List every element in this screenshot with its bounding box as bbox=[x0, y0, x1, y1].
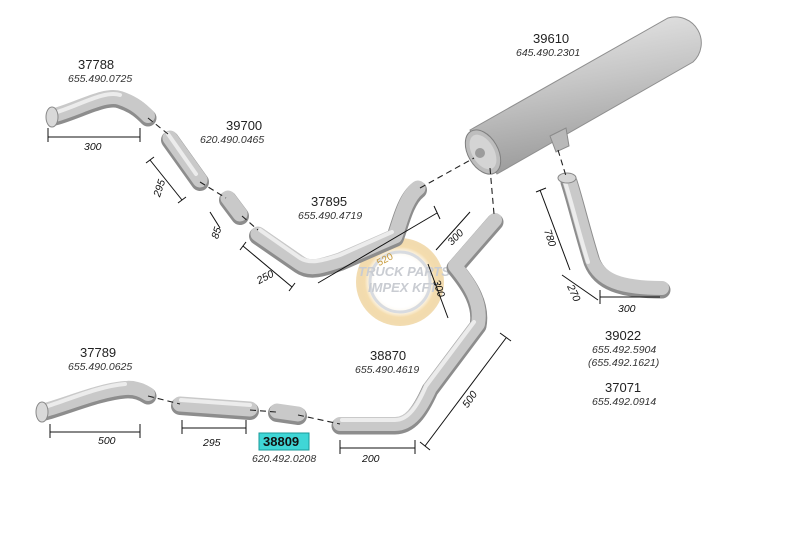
part-label-37071: 37071 655.492.0914 bbox=[592, 380, 656, 408]
dim-38870-d: 200 bbox=[361, 453, 380, 465]
part-label-38809[interactable]: 38809 620.492.0208 bbox=[252, 432, 316, 465]
watermark-logo: TRUCK PARTS IMPEX KFT bbox=[356, 238, 450, 326]
oem-number: 655.490.0625 bbox=[68, 361, 132, 373]
dim-39022-a: 780 bbox=[541, 228, 558, 249]
part-number: 37788 bbox=[78, 57, 114, 72]
pipe-37895[interactable] bbox=[249, 180, 427, 278]
oem-number: 655.490.4619 bbox=[355, 364, 419, 376]
part-label-39700: 39700 620.490.0465 bbox=[200, 118, 264, 146]
pipe-straight-295[interactable] bbox=[171, 396, 259, 420]
oem-number: 620.492.0208 bbox=[252, 453, 316, 465]
oem-number: 620.490.0465 bbox=[200, 134, 264, 146]
pipe-39022[interactable] bbox=[557, 172, 671, 299]
watermark-line1: TRUCK PARTS bbox=[358, 264, 450, 279]
part-number: 38809 bbox=[263, 434, 299, 449]
oem-number: 655.490.4719 bbox=[298, 210, 362, 222]
dim-38870-a: 300 bbox=[445, 227, 466, 248]
part-label-37895: 37895 655.490.4719 bbox=[298, 194, 362, 222]
connector-85[interactable] bbox=[219, 190, 249, 225]
pipe-38809[interactable] bbox=[268, 403, 307, 425]
highlight-box bbox=[258, 432, 310, 451]
part-number: 37895 bbox=[311, 194, 347, 209]
dim-38809-length: 295 bbox=[202, 437, 221, 449]
part-label-38870: 38870 655.490.4619 bbox=[355, 348, 419, 376]
watermark-line2: IMPEX KFT bbox=[368, 280, 438, 295]
dimension-labels: 300 295 85 250 520 300 300 500 200 500 2… bbox=[84, 141, 636, 465]
connection-lines bbox=[147, 117, 567, 425]
oem-number: 645.490.2301 bbox=[516, 47, 580, 59]
dim-39022-b: 270 bbox=[564, 282, 583, 304]
oem-number-alt: (655.492.1621) bbox=[588, 357, 659, 369]
part-number: 39022 bbox=[605, 328, 641, 343]
part-number: 37789 bbox=[80, 345, 116, 360]
oem-number: 655.490.0725 bbox=[68, 73, 132, 85]
dim-39022-c: 300 bbox=[618, 303, 636, 315]
part-number: 39700 bbox=[226, 118, 262, 133]
part-label-37788: 37788 655.490.0725 bbox=[68, 57, 132, 85]
dim-39700-length: 295 bbox=[151, 178, 168, 199]
part-number: 38870 bbox=[370, 348, 406, 363]
dim-38870-c: 500 bbox=[460, 389, 480, 410]
oem-number: 655.492.0914 bbox=[592, 396, 656, 408]
clamp-39700[interactable] bbox=[161, 130, 209, 191]
part-number: 39610 bbox=[533, 31, 569, 46]
pipe-38870[interactable] bbox=[331, 213, 504, 435]
oem-number: 655.492.5904 bbox=[592, 344, 656, 356]
part-number: 37071 bbox=[605, 380, 641, 395]
pipe-37789[interactable] bbox=[35, 380, 157, 423]
pipe-37788[interactable] bbox=[45, 90, 157, 128]
muffler-39610[interactable] bbox=[458, 16, 702, 180]
part-label-39610: 39610 645.490.2301 bbox=[516, 31, 580, 59]
dim-37789-length: 500 bbox=[98, 435, 116, 447]
dim-38870-b: 300 bbox=[430, 278, 447, 299]
dim-37788-length: 300 bbox=[84, 141, 102, 153]
dim-39700-short: 85 bbox=[209, 226, 224, 241]
part-label-39022: 39022 655.492.5904 (655.492.1621) bbox=[588, 328, 659, 369]
dimension-lines bbox=[47, 128, 660, 454]
part-label-37789: 37789 655.490.0625 bbox=[68, 345, 132, 373]
